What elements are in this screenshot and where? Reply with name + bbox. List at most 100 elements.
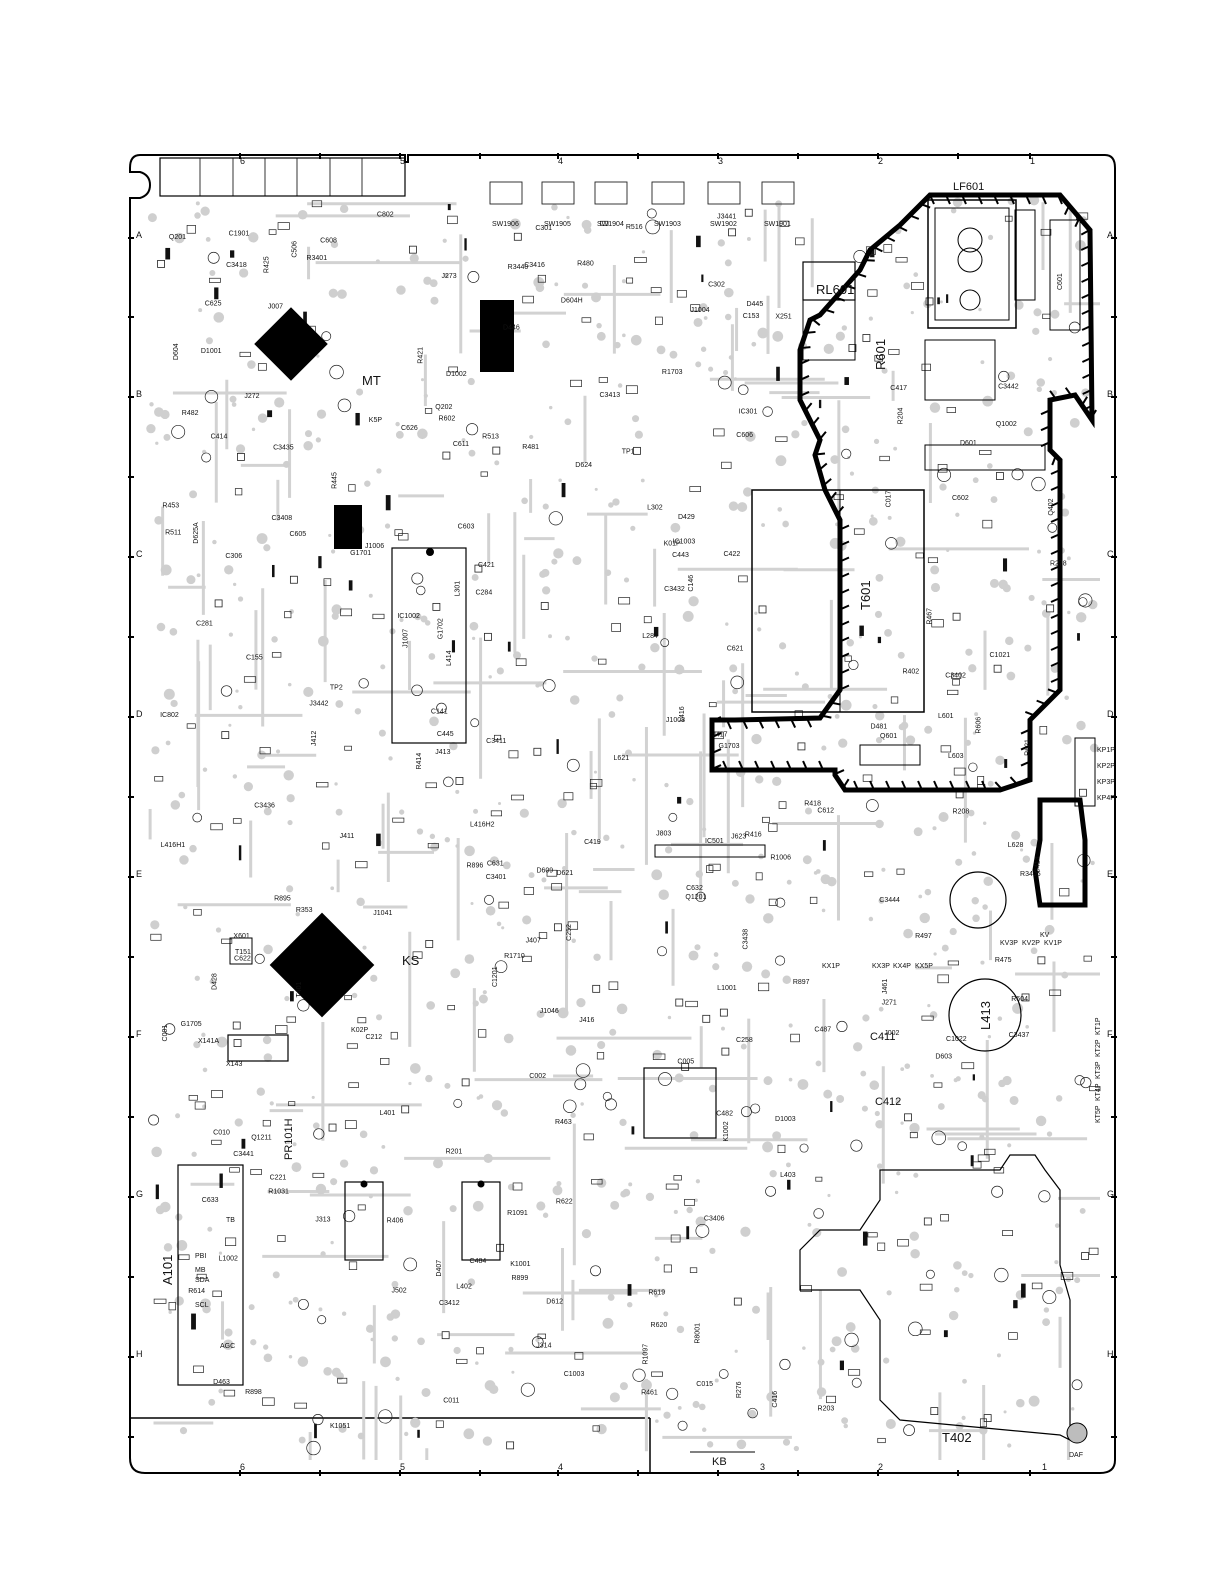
- solder-pad: [472, 1000, 479, 1007]
- solder-pad: [284, 995, 290, 1002]
- solder-pad: [961, 1415, 966, 1420]
- hatch-mark: [726, 719, 732, 730]
- solder-pad: [1033, 308, 1042, 317]
- hatch-mark: [1081, 308, 1092, 315]
- component-reference: C419: [584, 839, 601, 846]
- solder-pad: [316, 354, 320, 358]
- transistor-footprint: [1031, 476, 1046, 492]
- solder-pad: [433, 1158, 443, 1169]
- solder-pad: [761, 969, 771, 979]
- transistor-footprint: [1038, 1190, 1051, 1203]
- solder-pad: [450, 968, 461, 979]
- solder-pad: [881, 867, 886, 872]
- component-reference: R497: [915, 933, 932, 940]
- svg-text:G: G: [1107, 1189, 1114, 1199]
- transistor-footprint: [747, 1407, 758, 1419]
- smd-component: [447, 1005, 455, 1011]
- smd-component: [790, 1033, 800, 1043]
- svg-text:T601: T601: [858, 580, 873, 610]
- smd-component: [940, 745, 952, 753]
- solder-pad: [208, 1398, 216, 1406]
- svg-text:LF601: LF601: [953, 181, 984, 193]
- solder-pad: [596, 1423, 607, 1435]
- hatch-mark: [1024, 711, 1035, 717]
- smd-component: [590, 779, 603, 787]
- solder-pad: [488, 675, 492, 679]
- kx-connector-label: KX4P: [893, 963, 911, 970]
- component-reference: C258: [736, 1037, 753, 1044]
- solder-pad: [189, 844, 197, 853]
- component-reference: D481: [870, 724, 887, 731]
- svg-text:SDA: SDA: [195, 1277, 210, 1284]
- solder-pad: [1028, 1395, 1040, 1407]
- solder-pad: [815, 1060, 822, 1067]
- jumper-bar: [464, 238, 467, 251]
- solder-pad: [403, 1205, 413, 1216]
- component-reference: J461: [882, 979, 889, 994]
- solder-pad: [941, 944, 949, 952]
- kp-connector-label: KP2P: [1097, 763, 1115, 770]
- hatch-mark: [1064, 387, 1073, 397]
- svg-text:4: 4: [558, 1462, 563, 1472]
- hatch-mark: [1020, 760, 1031, 767]
- solder-pad: [974, 712, 979, 717]
- component-reference: C416: [772, 1391, 779, 1408]
- kp-connector-label: KP1P: [1097, 747, 1115, 754]
- solder-pad: [1007, 1143, 1012, 1148]
- transistor-footprint: [343, 1210, 356, 1223]
- smd-component: [277, 1235, 286, 1242]
- solder-pad: [318, 1307, 323, 1312]
- component-reference: G1705: [181, 1021, 202, 1028]
- jumper-bar: [385, 495, 391, 511]
- component-reference: R482: [182, 410, 199, 417]
- component-reference: J407: [526, 937, 541, 944]
- square-pad: [702, 1014, 711, 1023]
- solder-pad: [868, 516, 878, 526]
- solder-pad: [1009, 1096, 1019, 1105]
- transistor-footprint: [163, 1023, 176, 1035]
- smd-component: [390, 1031, 398, 1040]
- solder-pad: [321, 1185, 326, 1190]
- square-pad: [675, 998, 684, 1007]
- component-reference: L416H1: [161, 842, 186, 849]
- smd-component: [721, 461, 732, 469]
- solder-pad: [849, 471, 855, 476]
- solder-pad: [1089, 743, 1099, 753]
- transistor-footprint: [848, 659, 859, 671]
- solder-pad: [551, 204, 558, 211]
- solder-pad: [269, 1101, 274, 1106]
- jumper-bar: [665, 921, 668, 934]
- solder-pad: [193, 1040, 201, 1049]
- jumper-bar: [271, 564, 275, 578]
- solder-pad: [263, 1344, 269, 1350]
- solder-pad: [608, 502, 614, 508]
- solder-pad: [170, 699, 178, 708]
- solder-pad: [175, 1113, 181, 1119]
- solder-pad: [231, 402, 237, 407]
- solder-pad: [632, 415, 640, 423]
- solder-pad: [330, 549, 336, 554]
- solder-pad: [218, 1388, 224, 1394]
- solder-pad: [376, 1014, 383, 1021]
- component-reference: C605: [289, 531, 306, 538]
- solder-pad: [754, 611, 758, 615]
- solder-pad: [179, 1427, 188, 1435]
- solder-pad: [929, 1011, 938, 1019]
- smd-component: [357, 1204, 366, 1211]
- component-reference: C1021: [990, 652, 1011, 659]
- smd-component: [937, 974, 949, 984]
- solder-pad: [932, 826, 937, 831]
- solder-pad: [320, 1251, 326, 1257]
- hatch-mark: [811, 416, 820, 426]
- svg-text:1: 1: [1030, 156, 1035, 166]
- solder-pad: [365, 1324, 375, 1333]
- solder-pad: [596, 322, 602, 329]
- solder-pad: [288, 1355, 293, 1359]
- component-reference: L1001: [717, 985, 737, 992]
- solder-pad: [1006, 671, 1016, 681]
- jumper-bar: [696, 235, 701, 248]
- transistor-footprint: [994, 1267, 1009, 1283]
- smd-component: [168, 1302, 176, 1311]
- key-switch: [707, 181, 741, 205]
- square-pad: [409, 245, 417, 254]
